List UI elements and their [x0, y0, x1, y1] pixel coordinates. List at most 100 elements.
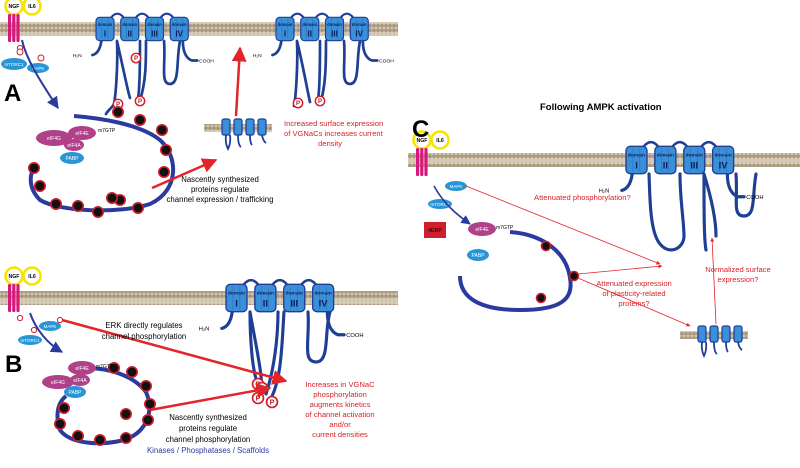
domain-word-label: domain [715, 153, 732, 159]
extracellular-loop [671, 140, 688, 148]
channel-domain-ii [300, 16, 320, 42]
intracellular-loop [305, 310, 332, 364]
receptor-subunit [16, 14, 20, 42]
domain-numeral-label: IV [355, 29, 363, 38]
ngf-label: NGF [9, 274, 20, 280]
receptor-subunit [424, 148, 428, 176]
extracellular-loop [110, 12, 125, 19]
mapk-b-label: MAPK [44, 324, 57, 329]
n-terminus-tail [620, 172, 634, 193]
domain-word-label: domain [122, 22, 137, 27]
domain-numeral-label: IV [719, 161, 729, 172]
receptor-subunit [8, 14, 12, 42]
domain-numeral-label: III [690, 161, 698, 172]
svg-text:ERK directly regulates: ERK directly regulates [105, 321, 182, 330]
phospho-label: P [318, 98, 322, 105]
annotation-a-nascent: Nascently synthesized proteins regulate … [167, 175, 274, 204]
mtorc1-c [428, 199, 452, 209]
domain-numeral-label: II [128, 29, 133, 38]
fourebp-box [424, 222, 446, 238]
extracellular-loop [642, 140, 659, 148]
cap-a-label: m7GTP [98, 128, 116, 134]
domain-numeral-label: I [635, 161, 638, 172]
phospho-label: P [270, 399, 275, 407]
domain-word-label: domain [327, 22, 342, 27]
n-terminus-label: H₂N [199, 327, 210, 333]
signal-arrow-b [29, 312, 64, 353]
domain-numeral-label: III [331, 29, 338, 38]
c-terminus-tail [181, 39, 199, 62]
mini-channel-a [221, 118, 267, 152]
svg-text:and/or: and/or [329, 420, 351, 429]
domain-word-label: domain [657, 153, 674, 159]
arrow-a-surface [231, 46, 247, 117]
pabp-c [467, 249, 489, 261]
arrow-a-translation [151, 158, 218, 190]
mapk-c-label: MAPK [450, 184, 463, 189]
svg-text:augments kinetics: augments kinetics [310, 400, 371, 409]
ribosome [92, 206, 105, 219]
ribosome [140, 379, 153, 392]
phospho-label: P [116, 101, 120, 108]
p-small-b1 [30, 326, 38, 334]
ribosome [120, 407, 133, 420]
panel-c-title: Following AMPK activation [540, 102, 662, 113]
svg-text:Nascently synthesized: Nascently synthesized [169, 413, 247, 422]
svg-text:proteins?: proteins? [618, 299, 649, 308]
channel-domain-iv [349, 16, 369, 42]
svg-text:of plasticity-related: of plasticity-related [602, 289, 665, 298]
c-terminus-tail [361, 39, 379, 62]
arrow-b-erk [61, 318, 288, 385]
receptor-subunit [8, 284, 12, 312]
initiation-complex-a [36, 126, 96, 164]
mapk-c [445, 181, 467, 191]
domain-word-label: domain [228, 291, 245, 297]
ribosome [160, 144, 173, 157]
n-terminus-tail [271, 39, 283, 57]
channel-domain-i [95, 16, 115, 42]
svg-text:channel phosphorylation: channel phosphorylation [102, 332, 187, 341]
eif4a-b-label: eIF4A [73, 378, 87, 384]
mtorc1-c-label: mTORC1 [431, 202, 450, 207]
domain-word-label: domain [278, 22, 293, 27]
intracellular-loop [162, 39, 182, 86]
pabp-b-label: PABP [69, 390, 83, 396]
domain-numeral-label: II [663, 161, 668, 172]
intracellular-loop [292, 39, 312, 108]
domain-word-label: domain [628, 153, 645, 159]
svg-text:channel phosphorylation: channel phosphorylation [166, 435, 251, 444]
mtorc1-b-label: mTORC1 [21, 338, 40, 343]
ribosome [53, 417, 66, 430]
cap-b-label: m7GTP [96, 364, 114, 370]
extracellular-loop [700, 140, 717, 148]
channel-domain-iv [711, 145, 735, 175]
mtorc1-b [18, 335, 42, 345]
il6-ligand [22, 266, 42, 286]
receptor-subunit [420, 148, 424, 176]
n-terminus-tail [220, 310, 234, 331]
p-small-b2 [56, 316, 64, 324]
ribosome [49, 198, 62, 211]
eif4e-a-label: eIF4E [75, 131, 89, 137]
il6-ligand [22, 0, 42, 16]
extracellular-loop [339, 12, 354, 19]
il6-ligand [430, 130, 450, 150]
domain-numeral-label: I [235, 299, 238, 310]
channel-domain-ii [654, 145, 677, 175]
channel-domain-ii [254, 283, 277, 313]
domain-numeral-label: II [263, 299, 268, 310]
ribosome [126, 365, 139, 378]
svg-text:of VGNaCs increases current: of VGNaCs increases current [284, 129, 384, 138]
channel-domain-iv [169, 16, 189, 42]
intracellular-loop [342, 39, 362, 86]
channel-domain-iv [311, 283, 335, 313]
mrna-loop-a [28, 114, 175, 213]
phospho-label: P [134, 55, 138, 62]
sodium-channel-a-left: H₂NCOOHdomainIdomainIIdomainIIIdomainIVP… [73, 12, 214, 116]
c-terminus-label: COOH [746, 195, 763, 201]
domain-numeral-label: II [308, 29, 313, 38]
annotation-c-expression: Attenuated expression of plasticity-rela… [596, 279, 672, 308]
